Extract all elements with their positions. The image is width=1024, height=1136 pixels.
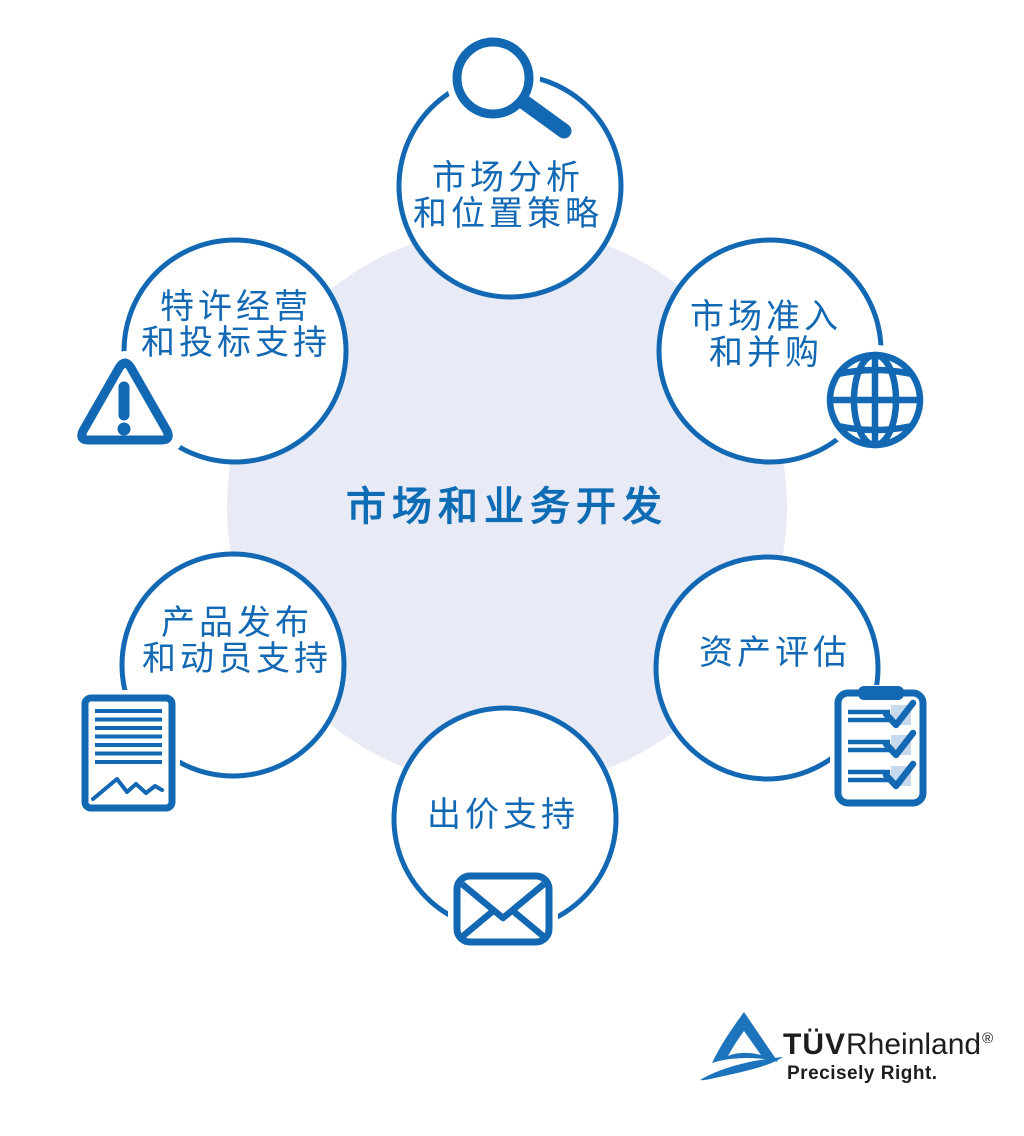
label-market-access: 市场准入 和并购 [690,299,842,371]
label-line: 特许经营 [160,288,312,326]
magnifier-icon [446,31,582,148]
logo-brand-bold: TÜV [783,1028,846,1061]
center-circle [227,227,787,787]
label-asset-evaluation: 资产评估 [699,635,851,671]
logo-tagline: Precisely Right. [787,1063,938,1084]
tuv-rheinland-logo-text: TÜVRheinland® [783,1028,993,1067]
label-line: 和投标支持 [141,324,331,362]
label-line: 资产评估 [699,634,851,672]
label-line: 出价支持 [427,796,579,834]
tuv-rheinland-logo-mark [700,1012,783,1081]
label-line: 市场准入 [690,298,842,336]
warning-icon [68,351,182,452]
logo-brand-regular: Rheinland [846,1028,982,1061]
checklist-icon [830,685,931,811]
globe-icon [820,345,930,455]
document-icon [77,690,180,816]
center-title: 市场和业务开发 [346,485,668,529]
label-bid-support: 出价支持 [427,797,579,833]
registered-mark: ® [982,1030,994,1047]
label-market-analysis: 市场分析 和位置策略 [413,160,603,232]
label-line: 和位置策略 [413,195,603,233]
label-line: 市场分析 [432,159,584,197]
label-line: 和并购 [709,334,823,372]
circle-franchise-tender [121,237,349,465]
circle-asset-evaluation [653,554,881,782]
label-franchise-tender: 特许经营 和投标支持 [141,289,331,361]
label-product-launch: 产品发布 和动员支持 [142,605,332,677]
envelope-icon [448,867,558,951]
label-line: 产品发布 [161,604,313,642]
label-line: 和动员支持 [142,640,332,678]
